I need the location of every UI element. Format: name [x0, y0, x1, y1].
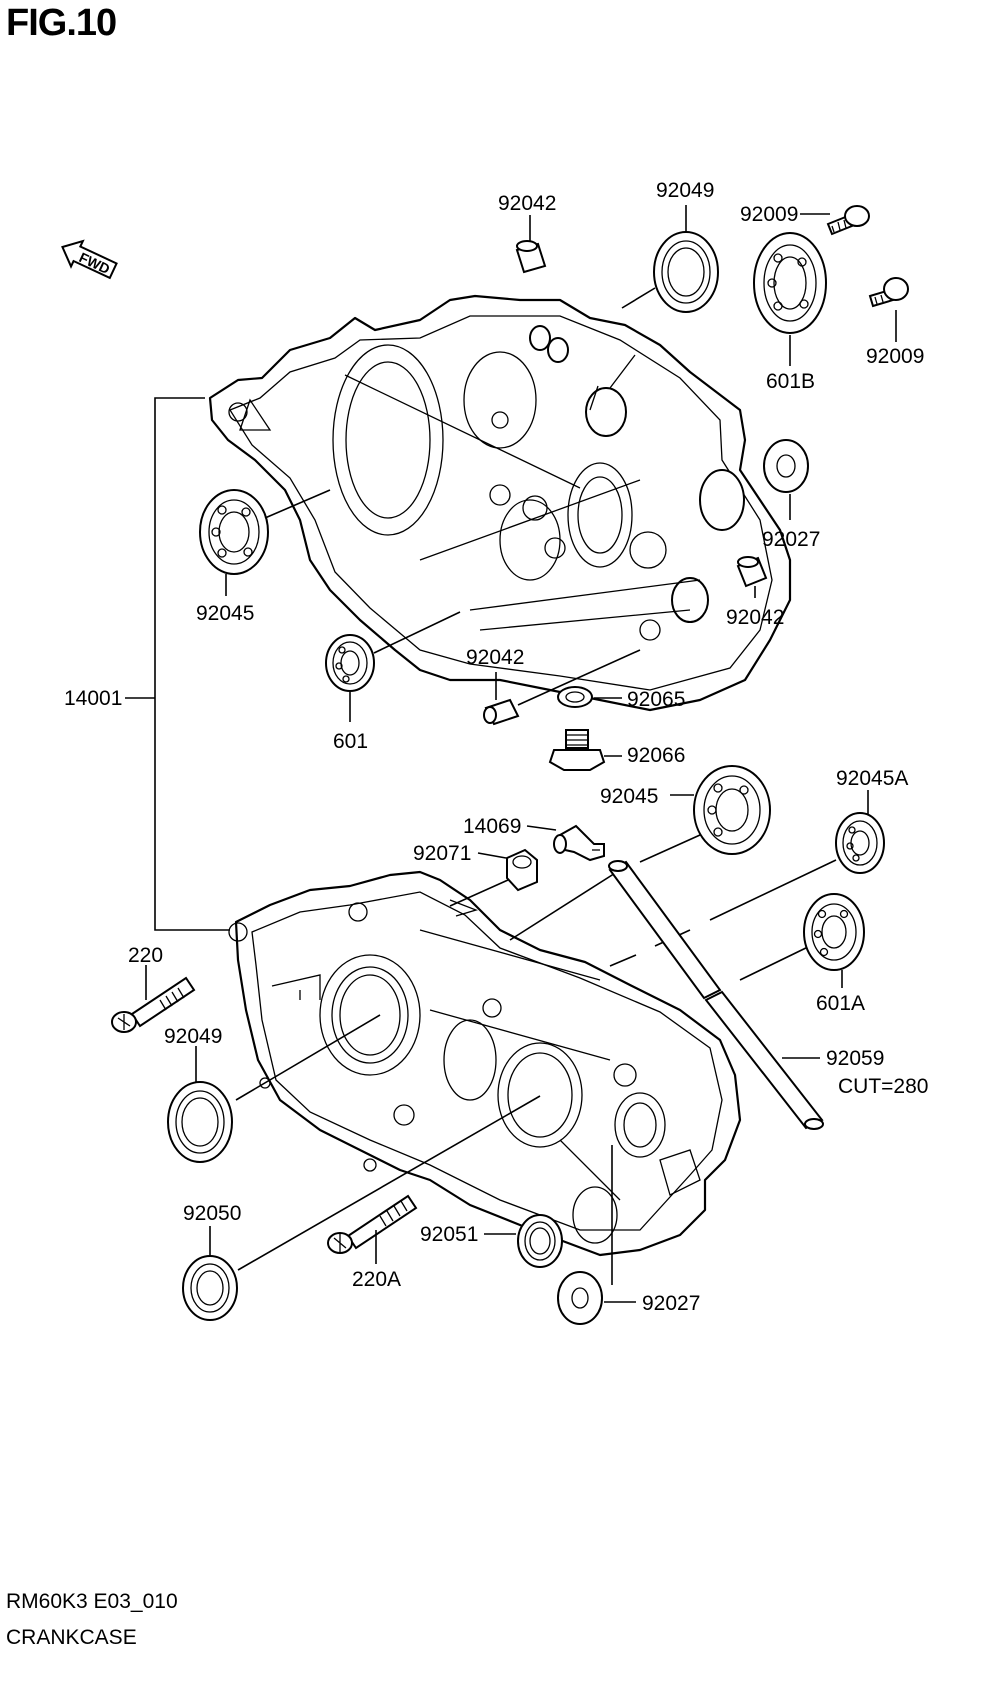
label-92049-bottom: 92049: [164, 1025, 222, 1048]
dowel-pin-92042-mid: 92042: [466, 646, 641, 726]
fwd-label: FWD: [77, 249, 113, 277]
label-220: 220: [128, 944, 163, 967]
label-92042-top: 92042: [498, 192, 556, 215]
figure-title: FIG.10: [6, 2, 117, 44]
washer-92065: 92065: [557, 686, 685, 711]
screw-92009-upper: 92009: [740, 203, 870, 236]
label-92071: 92071: [413, 842, 471, 865]
oil-seal-92049-top: 92049: [621, 179, 719, 313]
bearing-92045A: 92045A: [835, 767, 908, 874]
label-92009-b: 92009: [866, 345, 924, 368]
bearing-601B: 601B: [753, 232, 827, 393]
label-92050: 92050: [183, 1202, 241, 1225]
label-220A: 220A: [352, 1268, 401, 1291]
label-92065: 92065: [627, 688, 685, 711]
bearing-601: 601: [325, 611, 461, 753]
drain-bolt-92066: 92066: [548, 729, 685, 771]
bearing-601A: 601A: [803, 893, 865, 1015]
dowel-pin-92042-right: 92042: [726, 556, 784, 629]
oil-seal-92051: 92051: [420, 1214, 563, 1268]
label-92027-top: 92027: [762, 528, 820, 551]
label-601: 601: [333, 730, 368, 753]
bolt-220: 220: [111, 944, 196, 1033]
label-601A: 601A: [816, 992, 865, 1015]
label-92045-left: 92045: [196, 602, 254, 625]
diagram-name: CRANKCASE: [6, 1626, 137, 1649]
hose-92059: 92059 CUT=280: [608, 860, 928, 1130]
label-92045A: 92045A: [836, 767, 908, 790]
label-601B: 601B: [766, 370, 815, 393]
label-92042-mid: 92042: [466, 646, 524, 669]
label-92009-a: 92009: [740, 203, 798, 226]
bearing-92045-mid: 92045: [600, 765, 771, 863]
label-92059-cut: CUT=280: [838, 1075, 928, 1098]
label-14069: 14069: [463, 815, 521, 838]
oil-seal-92050: 92050: [182, 1095, 541, 1321]
clamp-92071: 92071: [413, 842, 538, 907]
label-92042-right: 92042: [726, 606, 784, 629]
bolt-220A: 220A: [327, 1194, 418, 1291]
label-92051: 92051: [420, 1223, 478, 1246]
oil-seal-92049-bottom: 92049: [164, 1014, 381, 1163]
leader-lines: [509, 859, 837, 981]
label-92066: 92066: [627, 744, 685, 767]
washer-92027-bottom: 92027: [557, 1145, 700, 1325]
label-92059: 92059: [826, 1047, 884, 1070]
fwd-arrow-icon: FWD: [61, 239, 118, 280]
elbow-fitting-14069: 14069: [463, 815, 605, 862]
label-92049-top: 92049: [656, 179, 714, 202]
washer-92027-top: 92027: [762, 439, 820, 551]
label-92027-bottom: 92027: [642, 1292, 700, 1315]
label-92045-mid: 92045: [600, 785, 658, 808]
upper-crankcase-half: [208, 294, 792, 712]
bracket-14001: 14001: [64, 397, 230, 931]
lower-crankcase-half: [228, 870, 742, 1257]
diagram-code: RM60K3 E03_010: [6, 1590, 178, 1613]
bearing-92045-left: 92045: [196, 489, 331, 625]
label-14001: 14001: [64, 687, 122, 710]
screw-92009-lower: 92009: [866, 277, 924, 368]
dowel-pin-92042-top: 92042: [498, 192, 556, 274]
